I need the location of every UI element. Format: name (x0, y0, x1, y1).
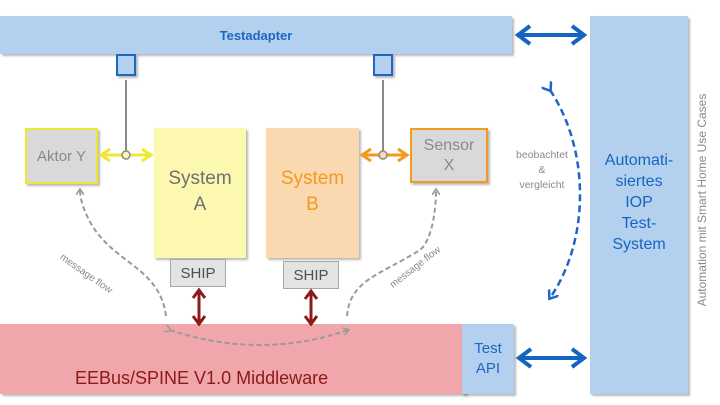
testapi-iop-double-arrow (515, 347, 588, 369)
ship-a-box: SHIP (170, 259, 226, 287)
system-b-label: System B (280, 168, 345, 215)
iop-test-system-box (590, 16, 688, 394)
system-b-box: System B (266, 128, 359, 258)
testadapter-bar: Testadapter (0, 16, 512, 54)
testadapter-label: Testadapter (219, 27, 293, 43)
ship-a-label: SHIP (180, 264, 216, 282)
system-a-box: System A (154, 128, 246, 258)
testadapter-iop-double-arrow (514, 24, 588, 46)
system-a-label: System A (168, 168, 232, 215)
middleware-box (0, 324, 466, 394)
testadapter-tap-left (116, 54, 136, 76)
ship-b-box: SHIP (283, 261, 339, 289)
testadapter-tap-right (373, 54, 393, 76)
message-flow-arrow-left (80, 190, 167, 317)
message-flow-arrow-right (346, 190, 436, 317)
aktor-y-label: Aktor Y (37, 147, 86, 165)
orange-double-arrow (359, 147, 410, 163)
yellow-double-arrow (98, 147, 154, 163)
middleware-label: EEBus/SPINE V1.0 Middleware (75, 368, 329, 388)
sensor-x-label: Sensor X (423, 136, 475, 174)
ship-b-middleware-arrow (303, 288, 319, 327)
ship-a-middleware-arrow (191, 287, 207, 327)
observe-compare-arrow (550, 90, 582, 298)
aktor-y-box: Aktor Y (25, 128, 98, 184)
test-api-label: Test API (474, 340, 502, 377)
test-api-box: Test API (462, 324, 514, 394)
middleware-internal-flow-arrow (170, 330, 348, 346)
sensor-x-box: Sensor X (410, 128, 488, 183)
ship-b-label: SHIP (293, 266, 329, 284)
iop-test-system-label: Automati- siertes IOP Test- System (604, 152, 674, 253)
